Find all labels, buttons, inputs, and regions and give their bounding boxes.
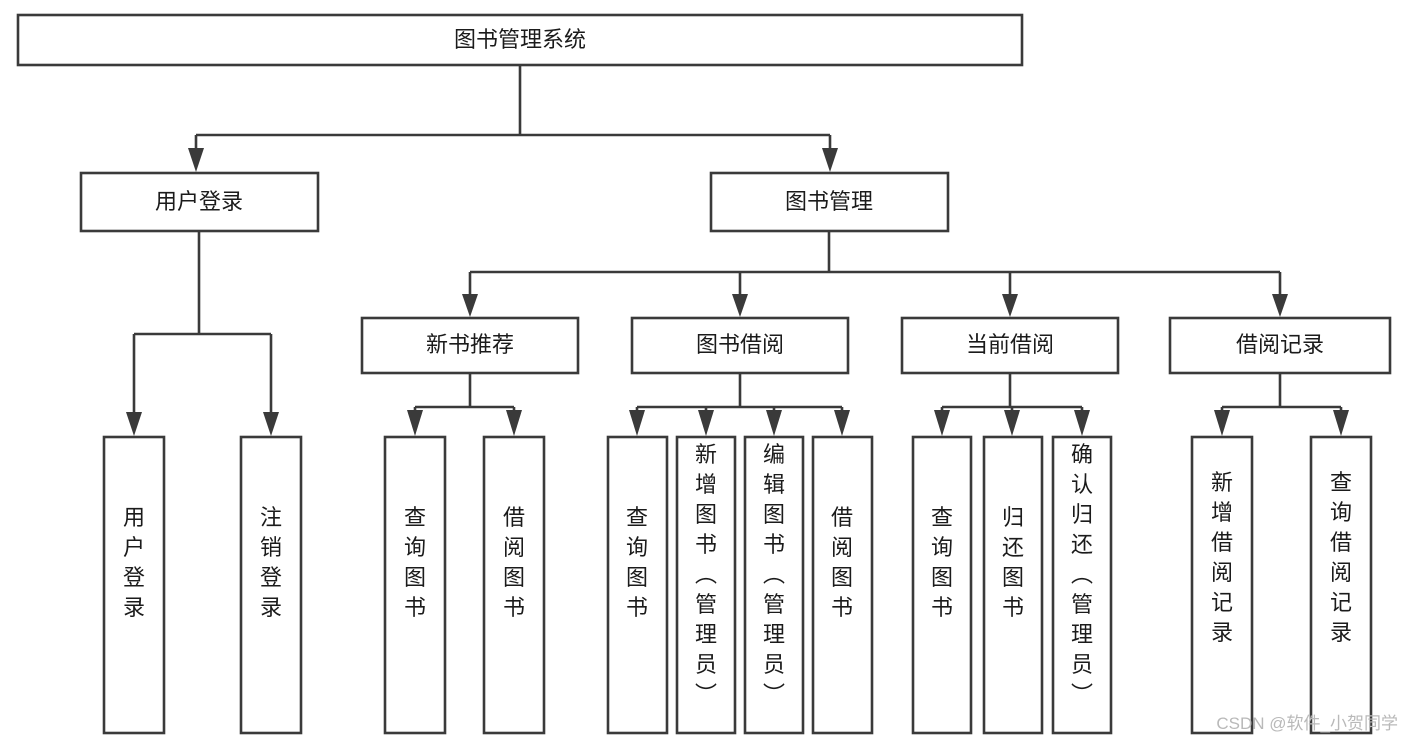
node-leaf-add-book-admin[interactable]: 新增图书︵管理员︶ bbox=[675, 435, 737, 735]
arrow-head-leaf-borrow-book bbox=[834, 410, 850, 436]
node-leaf-confirm-return-admin-box bbox=[1051, 435, 1113, 735]
node-leaf-borrow-book-recommend-box bbox=[482, 435, 546, 735]
arrow-head-leaf-add-borrow-record bbox=[1214, 410, 1230, 436]
arrow-head-user-login bbox=[188, 148, 204, 172]
arrow-head-leaf-confirm-return-admin bbox=[1074, 410, 1090, 436]
node-leaf-confirm-return-admin[interactable]: 确认归还︵管理员︶ bbox=[1051, 435, 1113, 735]
arrow-head-new-book-recommend bbox=[462, 294, 478, 317]
node-user-login-box bbox=[79, 171, 320, 233]
node-book-borrow-label: 图书借阅 bbox=[696, 332, 784, 357]
node-leaf-query-book-borrow-label: 查询图书 bbox=[626, 505, 648, 620]
node-root-label: 图书管理系统 bbox=[454, 27, 586, 52]
node-leaf-edit-book-admin-label: 编辑图书︵管理员︶ bbox=[763, 442, 785, 707]
node-user-login-label: 用户登录 bbox=[155, 189, 243, 214]
node-leaf-user-login-label: 用户登录 bbox=[123, 505, 145, 620]
node-borrow-record-label: 借阅记录 bbox=[1236, 332, 1324, 357]
node-leaf-confirm-return-admin-label: 确认归还︵管理员︶ bbox=[1071, 442, 1093, 707]
node-new-book-recommend[interactable]: 新书推荐 bbox=[360, 316, 580, 375]
node-book-borrow[interactable]: 图书借阅 bbox=[630, 316, 850, 375]
arrow-head-leaf-borrow-book-recommend bbox=[506, 410, 522, 436]
arrow-head-leaf-user-login bbox=[126, 412, 142, 436]
node-leaf-query-borrow-record-label: 查询借阅记录 bbox=[1330, 470, 1352, 645]
arrow-head-book-management bbox=[822, 148, 838, 172]
node-book-management-box bbox=[709, 171, 950, 233]
node-leaf-query-book-recommend[interactable]: 查询图书 bbox=[383, 435, 447, 735]
node-leaf-query-borrow-record-box bbox=[1309, 435, 1373, 735]
node-root-box bbox=[16, 13, 1024, 67]
arrow-head-leaf-query-borrow-record bbox=[1333, 410, 1349, 436]
node-borrow-record-box bbox=[1168, 316, 1392, 375]
node-leaf-return-book[interactable]: 归还图书 bbox=[982, 435, 1044, 735]
node-book-borrow-box bbox=[630, 316, 850, 375]
arrow-head-leaf-query-book-borrow bbox=[629, 410, 645, 436]
arrow-head-leaf-edit-book-admin bbox=[766, 410, 782, 436]
arrow-head-current-borrow bbox=[1002, 294, 1018, 317]
arrow-head-leaf-return-book bbox=[1004, 410, 1020, 436]
node-leaf-edit-book-admin[interactable]: 编辑图书︵管理员︶ bbox=[743, 435, 805, 735]
node-root[interactable]: 图书管理系统 bbox=[16, 13, 1024, 67]
arrow-head-book-borrow bbox=[732, 294, 748, 317]
connector-layer bbox=[126, 65, 1349, 436]
node-leaf-query-book-current-box bbox=[911, 435, 973, 735]
arrow-head-leaf-query-book-recommend bbox=[407, 410, 423, 436]
node-leaf-query-book-current-label: 查询图书 bbox=[931, 505, 953, 620]
csdn-watermark: CSDN @软件_小贺同学 bbox=[1216, 714, 1398, 733]
leaf-layer: 用户登录 注销登录 查询图书 借阅图书 查询图书 新增图书︵管理员︶ 编辑图书︵… bbox=[102, 435, 1373, 735]
node-leaf-edit-book-admin-box bbox=[743, 435, 805, 735]
arrow-head-leaf-user-logout bbox=[263, 412, 279, 436]
node-leaf-add-book-admin-label: 新增图书︵管理员︶ bbox=[695, 442, 717, 707]
node-leaf-user-logout-label: 注销登录 bbox=[260, 505, 282, 620]
node-leaf-user-login-box bbox=[102, 435, 166, 735]
node-current-borrow-label: 当前借阅 bbox=[966, 332, 1054, 357]
node-borrow-record[interactable]: 借阅记录 bbox=[1168, 316, 1392, 375]
arrow-head-borrow-record bbox=[1272, 294, 1288, 317]
node-leaf-query-book-borrow[interactable]: 查询图书 bbox=[606, 435, 669, 735]
node-book-management-label: 图书管理 bbox=[785, 189, 873, 214]
node-leaf-borrow-book-recommend-label: 借阅图书 bbox=[503, 505, 525, 620]
node-new-book-recommend-label: 新书推荐 bbox=[426, 332, 514, 357]
node-current-borrow[interactable]: 当前借阅 bbox=[900, 316, 1120, 375]
node-leaf-add-borrow-record-label: 新增借阅记录 bbox=[1211, 470, 1233, 645]
node-leaf-add-borrow-record-box bbox=[1190, 435, 1254, 735]
node-leaf-query-book-borrow-box bbox=[606, 435, 669, 735]
node-leaf-add-borrow-record[interactable]: 新增借阅记录 bbox=[1190, 435, 1254, 735]
node-leaf-user-logout-box bbox=[239, 435, 303, 735]
node-leaf-borrow-book-box bbox=[811, 435, 874, 735]
node-leaf-borrow-book-recommend[interactable]: 借阅图书 bbox=[482, 435, 546, 735]
node-leaf-add-book-admin-box bbox=[675, 435, 737, 735]
node-leaf-borrow-book[interactable]: 借阅图书 bbox=[811, 435, 874, 735]
node-leaf-query-borrow-record[interactable]: 查询借阅记录 bbox=[1309, 435, 1373, 735]
node-leaf-query-book-current[interactable]: 查询图书 bbox=[911, 435, 973, 735]
node-user-login[interactable]: 用户登录 bbox=[79, 171, 320, 233]
node-current-borrow-box bbox=[900, 316, 1120, 375]
arrow-head-leaf-add-book-admin bbox=[698, 410, 714, 436]
node-leaf-user-logout[interactable]: 注销登录 bbox=[239, 435, 303, 735]
node-leaf-query-book-recommend-label: 查询图书 bbox=[404, 505, 426, 620]
node-book-management[interactable]: 图书管理 bbox=[709, 171, 950, 233]
node-leaf-return-book-label: 归还图书 bbox=[1002, 505, 1024, 620]
node-leaf-query-book-recommend-box bbox=[383, 435, 447, 735]
node-leaf-return-book-box bbox=[982, 435, 1044, 735]
node-leaf-user-login[interactable]: 用户登录 bbox=[102, 435, 166, 735]
arrow-head-leaf-query-book-current bbox=[934, 410, 950, 436]
node-leaf-borrow-book-label: 借阅图书 bbox=[831, 505, 853, 620]
node-new-book-recommend-box bbox=[360, 316, 580, 375]
